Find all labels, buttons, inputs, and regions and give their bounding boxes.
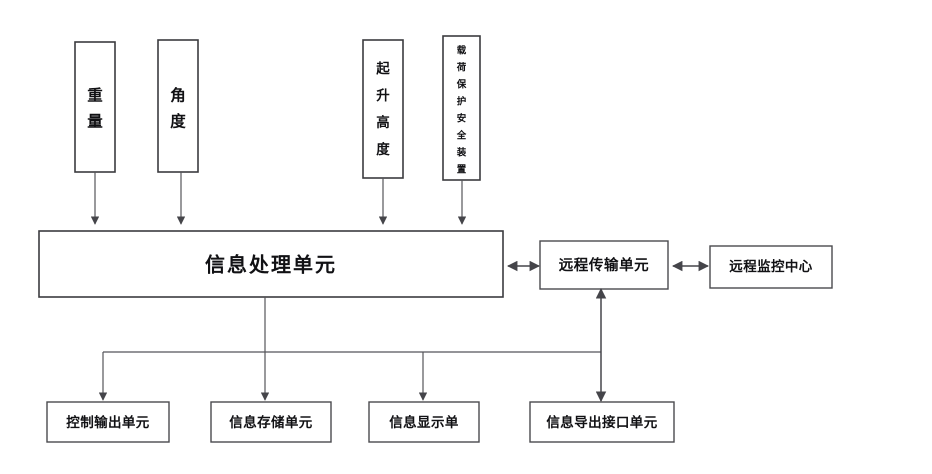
info-display-unit-box[interactable]: 信息显示单 xyxy=(368,401,480,443)
sensor-label-load-protection-char-4: 安 xyxy=(457,113,467,125)
sensor-label-angle-char-1: 度 xyxy=(170,112,186,131)
sensor-label-lift-height-char-1: 升 xyxy=(376,87,390,104)
control-output-unit-label: 控制输出单元 xyxy=(66,414,149,431)
sensor-to-central-connectors xyxy=(90,172,467,225)
sensor-box-lift-height[interactable]: 起 升 高 度 xyxy=(362,39,404,179)
remote-chain-group: 远程传输单元 远程监控中心 xyxy=(506,240,833,290)
remote-monitoring-center-label: 远程监控中心 xyxy=(729,258,812,275)
sensor-label-load-protection-char-0: 载 xyxy=(457,45,467,57)
remote-transmission-unit-label: 远程传输单元 xyxy=(559,256,650,274)
central-unit-label: 信息处理单元 xyxy=(205,253,337,277)
sensor-label-angle-char-0: 角 xyxy=(170,86,186,105)
remote-monitoring-center-box[interactable]: 远程监控中心 xyxy=(709,245,833,289)
info-export-interface-unit-box[interactable]: 信息导出接口单元 xyxy=(529,401,675,443)
sensor-label-weight-char-1: 量 xyxy=(87,113,103,131)
info-export-interface-unit-label: 信息导出接口单元 xyxy=(546,414,657,431)
sensor-label-load-protection-char-2: 保 xyxy=(456,79,467,91)
sensor-label-load-protection-char-7: 置 xyxy=(457,164,467,176)
info-display-unit-label: 信息显示单 xyxy=(389,414,459,431)
output-bus-connectors xyxy=(98,287,607,403)
sensor-label-lift-height-char-2: 高 xyxy=(376,114,390,131)
sensor-label-weight-char-0: 重 xyxy=(87,86,103,105)
sensor-box-load-protection[interactable]: 载 荷 保 护 安 全 装 置 xyxy=(442,35,481,181)
output-units-group: 控制输出单元 信息存储单元 信息显示单 信息导出接口单元 xyxy=(46,401,675,443)
sensor-label-load-protection-char-1: 荷 xyxy=(456,62,467,74)
remote-transmission-unit-box[interactable]: 远程传输单元 xyxy=(539,240,669,290)
control-output-unit-box[interactable]: 控制输出单元 xyxy=(46,401,170,443)
sensor-label-lift-height-char-3: 度 xyxy=(376,141,390,158)
info-storage-unit-label: 信息存储单元 xyxy=(229,414,312,431)
sensor-box-weight[interactable]: 重 量 xyxy=(74,41,116,173)
sensor-label-load-protection-char-3: 护 xyxy=(457,96,467,108)
info-storage-unit-box[interactable]: 信息存储单元 xyxy=(210,401,332,443)
sensor-box-angle[interactable]: 角 度 xyxy=(157,39,199,173)
sensor-input-group: 重 量 角 度 起 升 高 度 载 荷 保 xyxy=(74,35,481,181)
sensor-label-load-protection-char-6: 装 xyxy=(456,147,467,159)
central-unit-box[interactable]: 信息处理单元 xyxy=(38,230,504,298)
sensor-label-lift-height-char-0: 起 xyxy=(375,60,390,77)
sensor-label-load-protection-char-5: 全 xyxy=(456,130,467,142)
